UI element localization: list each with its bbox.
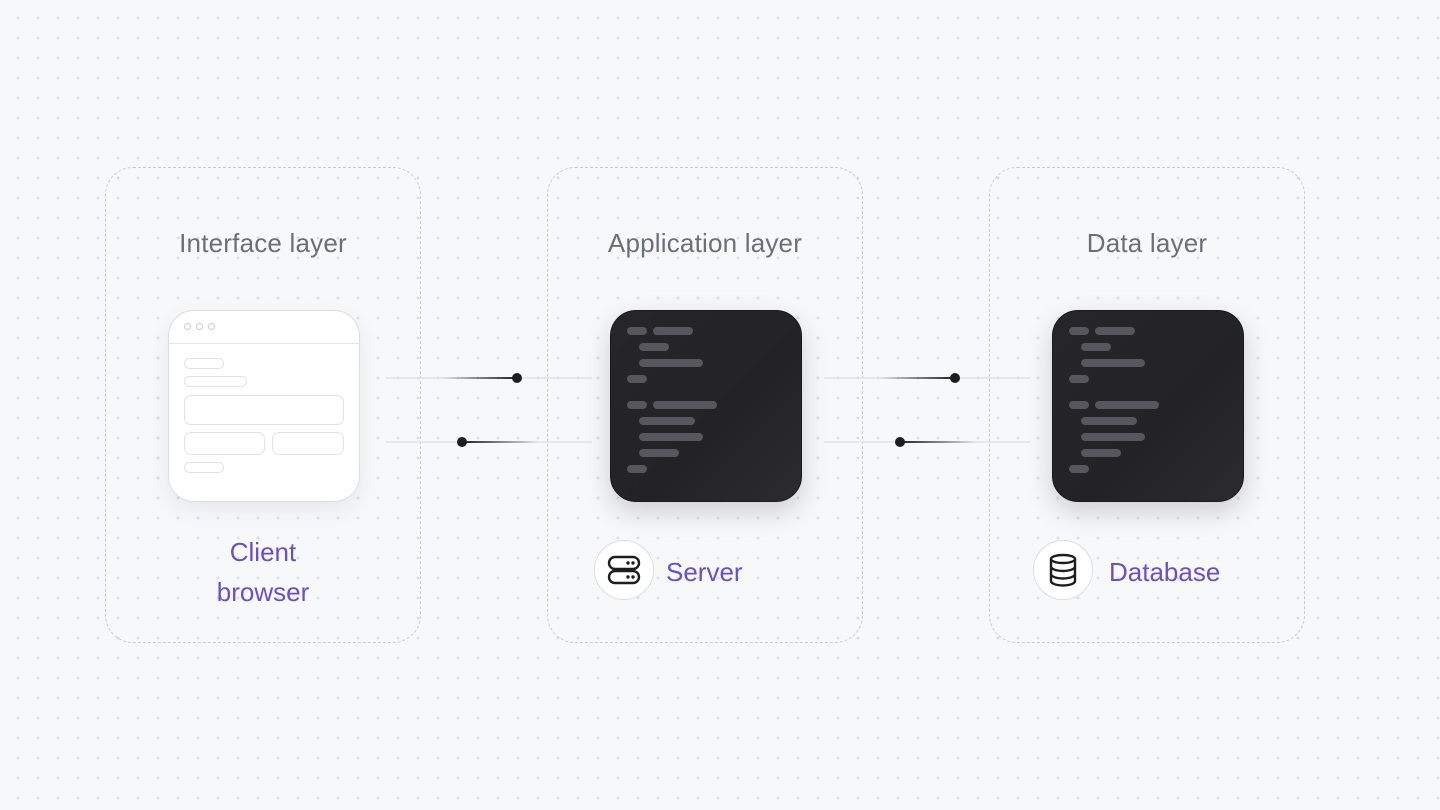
wireframe-line [184,462,224,473]
code-line [639,449,679,457]
code-line [1081,359,1145,367]
request-flow [440,377,517,379]
database-code-card [1052,310,1244,502]
connector-server-database [824,373,1030,447]
code-line [1095,327,1135,335]
client-browser-text: Client browser [216,537,310,607]
code-line [639,433,703,441]
wireframe-line [184,358,224,369]
browser-title-bar [169,311,359,344]
layer-title-application: Application layer [607,228,803,258]
window-dot-icon [196,323,203,330]
database-icon-badge [1033,540,1093,600]
server-icon [607,555,641,585]
code-line [627,465,647,473]
browser-window-illustration [168,310,360,502]
database-label: Database [1109,557,1221,587]
connector-dot [950,373,960,383]
client-browser-label: Client browser [106,532,420,612]
code-line [627,401,647,409]
connector-dot [895,437,905,447]
code-line [1081,417,1137,425]
code-line [1081,433,1145,441]
code-line [627,375,647,383]
code-line [1081,343,1111,351]
code-line [639,417,695,425]
window-dot-icon [208,323,215,330]
code-line [1069,465,1089,473]
code-line [653,401,717,409]
code-line [627,327,647,335]
server-label: Server [666,557,743,587]
response-flow [900,441,977,443]
code-line [639,343,669,351]
request-flow [878,377,955,379]
server-code-card [610,310,802,502]
database-icon [1049,553,1077,587]
code-line [1095,401,1159,409]
wireframe-input [184,395,344,425]
code-line [1069,327,1089,335]
server-icon-badge [594,540,654,600]
code-line [1069,401,1089,409]
wireframe-button [184,432,265,455]
connector-client-server [386,373,592,447]
wireframe-button [272,432,344,455]
connector-dot [457,437,467,447]
connector-dot [512,373,522,383]
code-line [1081,449,1121,457]
window-dot-icon [184,323,191,330]
code-line [653,327,693,335]
layer-data: Data layer Database [989,167,1305,643]
response-flow [462,441,539,443]
layer-application: Application layer Server [547,167,863,643]
layer-title-interface: Interface layer [179,228,347,258]
layer-title-data: Data layer [1086,228,1208,258]
code-line [639,359,703,367]
layer-interface: Interface layer Client browser [105,167,421,643]
wireframe-line [184,376,247,387]
code-line [1069,375,1089,383]
